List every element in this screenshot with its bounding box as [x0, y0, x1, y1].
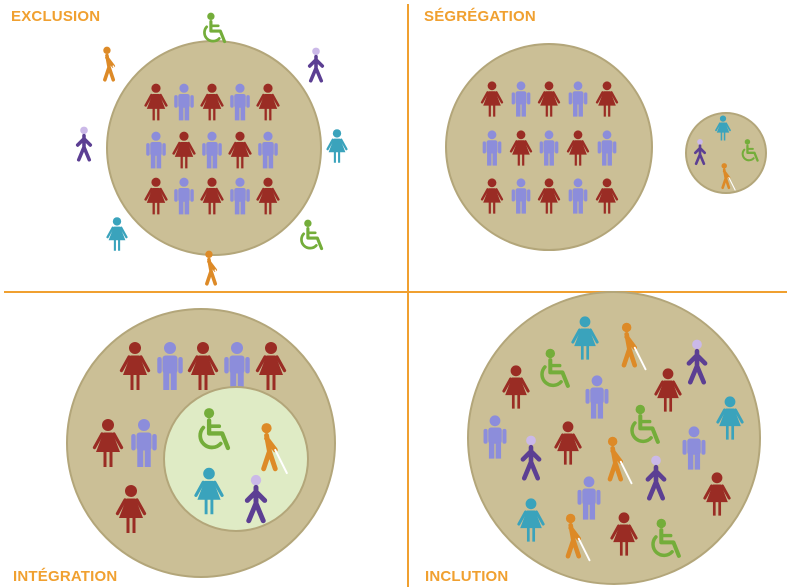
- man-icon: [568, 178, 588, 214]
- man-icon: [174, 83, 194, 121]
- teal-woman-icon: [194, 467, 224, 515]
- walking-person-icon: [75, 126, 93, 162]
- wheelchair-user-icon: [651, 518, 681, 558]
- integration-title: INTÉGRATION: [13, 568, 118, 585]
- man-icon: [230, 177, 250, 215]
- man-icon: [174, 177, 194, 215]
- walking-person-icon: [693, 139, 707, 166]
- woman-icon: [566, 130, 590, 166]
- woman-icon: [654, 368, 682, 412]
- walking-person-icon: [244, 474, 268, 524]
- teal-woman-icon: [517, 498, 545, 542]
- man-icon: [202, 131, 222, 169]
- woman-icon: [115, 485, 147, 533]
- blind-person-with-cane-icon: [621, 322, 647, 371]
- woman-icon: [144, 83, 168, 121]
- quadrant-integration: [66, 308, 336, 578]
- man-icon: [230, 83, 250, 121]
- wheelchair-user-icon: [300, 219, 324, 251]
- walking-person-icon: [686, 339, 708, 385]
- man-icon: [682, 426, 706, 470]
- wheelchair-user-icon: [540, 348, 570, 388]
- walking-person-icon: [520, 435, 542, 481]
- blind-person-with-cane-icon: [205, 250, 225, 288]
- woman-icon: [595, 81, 619, 117]
- horizontal-divider: [4, 291, 787, 293]
- man-icon: [511, 178, 531, 214]
- man-icon: [597, 130, 617, 166]
- woman-icon: [144, 177, 168, 215]
- separate-circle: [685, 112, 767, 194]
- woman-icon: [256, 83, 280, 121]
- man-icon: [511, 81, 531, 117]
- inner-circle: [163, 386, 309, 532]
- teal-woman-icon: [715, 115, 731, 141]
- vertical-divider: [407, 4, 409, 587]
- woman-icon: [610, 512, 638, 556]
- woman-icon: [537, 178, 561, 214]
- woman-icon: [92, 419, 124, 467]
- man-icon: [157, 342, 183, 390]
- woman-icon: [200, 177, 224, 215]
- man-icon: [224, 342, 250, 390]
- woman-icon: [502, 365, 530, 409]
- wheelchair-user-icon: [741, 139, 759, 162]
- man-icon: [483, 415, 507, 459]
- woman-icon: [480, 178, 504, 214]
- woman-icon: [119, 342, 151, 390]
- woman-icon: [228, 131, 252, 169]
- exclusion-title: EXCLUSION: [11, 8, 101, 25]
- woman-icon: [537, 81, 561, 117]
- quadrant-segregation: [445, 43, 767, 251]
- inclusion-title: INCLUTION: [425, 568, 509, 585]
- blind-person-with-cane-icon: [103, 46, 123, 84]
- walking-person-icon: [645, 455, 667, 501]
- quadrant-inclusion: [467, 291, 761, 585]
- man-icon: [131, 419, 157, 467]
- woman-icon: [255, 342, 287, 390]
- man-icon: [568, 81, 588, 117]
- wheelchair-user-icon: [198, 408, 231, 451]
- woman-icon: [703, 472, 731, 516]
- man-icon: [577, 476, 601, 520]
- woman-icon: [554, 421, 582, 465]
- man-icon: [146, 131, 166, 169]
- teal-woman-icon: [106, 217, 128, 251]
- quadrant-exclusion: [75, 12, 348, 288]
- man-icon: [258, 131, 278, 169]
- woman-icon: [187, 342, 219, 390]
- woman-icon: [200, 83, 224, 121]
- man-icon: [482, 130, 502, 166]
- blind-person-with-cane-icon: [261, 423, 288, 475]
- walking-person-icon: [307, 47, 325, 83]
- woman-icon: [256, 177, 280, 215]
- man-icon: [539, 130, 559, 166]
- blind-person-with-cane-icon: [607, 436, 633, 485]
- blind-person-with-cane-icon: [721, 163, 736, 191]
- wheelchair-user-icon: [203, 12, 227, 44]
- woman-icon: [480, 81, 504, 117]
- blind-person-with-cane-icon: [565, 513, 591, 562]
- teal-woman-icon: [716, 396, 744, 440]
- woman-icon: [172, 131, 196, 169]
- man-icon: [585, 375, 609, 419]
- segregation-title: SÉGRÉGATION: [424, 8, 536, 25]
- woman-icon: [595, 178, 619, 214]
- teal-woman-icon: [571, 316, 599, 360]
- woman-icon: [509, 130, 533, 166]
- teal-woman-icon: [326, 129, 348, 163]
- wheelchair-user-icon: [630, 404, 660, 444]
